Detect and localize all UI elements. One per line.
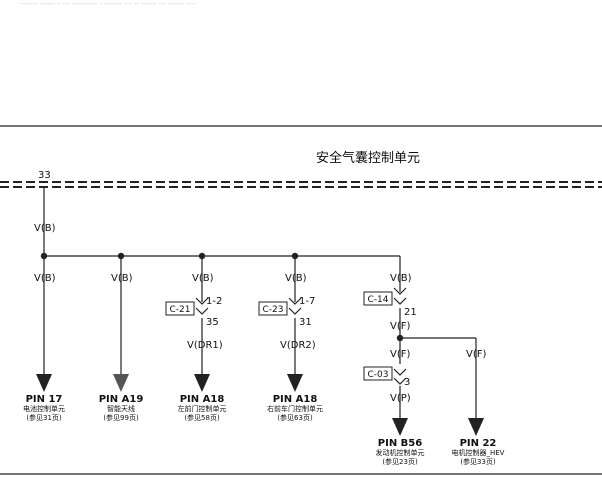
branch-1-arrow: [36, 374, 52, 392]
branch-4-pin-bottom: 31: [299, 317, 312, 328]
branch-5-sub-right-arrow: [468, 418, 484, 436]
branch-5-sub-left-pin: 3: [404, 377, 410, 388]
branch-3-desc: 左前门控制单元: [178, 404, 227, 413]
branch-5-connector-symbol-bottom: [393, 297, 407, 305]
branch-4-ref: (参见63页): [277, 413, 313, 422]
branch-2: V(B) PIN A19 智能天线 (参见99页): [99, 256, 144, 422]
branch-4-connector-symbol-bottom: [288, 307, 302, 315]
module-title: 安全气囊控制单元: [316, 150, 420, 166]
branch-5-sub-right-wire: V(F): [466, 349, 486, 360]
branch-5-wire-after: V(F): [390, 321, 410, 332]
branch-5-sub-left-arrow: [392, 418, 408, 436]
branch-3-wire-label: V(B): [192, 273, 214, 284]
branch-5-sub-left-wire-after: V(P): [390, 393, 411, 404]
branch-5-wire-label: V(B): [390, 273, 412, 284]
branch-5-pin-top: 21: [404, 307, 417, 318]
top-pin-number: 33: [38, 170, 51, 181]
branch-3-arrow: [194, 374, 210, 392]
branch-5-sub-left-ref: (参见23页): [382, 457, 418, 466]
header-noise: ------- ------ - --- ---------- - ------…: [20, 0, 196, 8]
branch-3-connector-symbol-top: [195, 297, 209, 305]
branch-4-arrow: [287, 374, 303, 392]
branch-5-connector-box: C-14: [363, 291, 393, 306]
branch-5-sub-left-wire: V(F): [390, 349, 410, 360]
branch-1: V(B) PIN 17 电池控制单元 (参见31页): [23, 256, 65, 422]
branch-5-sub-left-connector-bottom: [393, 377, 407, 385]
branch-3-ref: (参见58页): [184, 413, 220, 422]
branch-5-connector-symbol-top: [393, 287, 407, 295]
branch-4-connector-symbol-top: [288, 297, 302, 305]
branch-4-connector-id: C-23: [263, 305, 284, 315]
branch-4-connector-box: C-23: [258, 301, 288, 316]
branch-5-connector-id: C-14: [368, 295, 389, 305]
branch-2-ref: (参见99页): [103, 413, 139, 422]
branch-3-pin: PIN A18: [180, 394, 225, 405]
branch-3: V(B) C-21 1-2 35 V(DR1) PIN A18 左前门控制单元 …: [165, 256, 227, 422]
trunk-label: V(B): [34, 223, 56, 234]
branch-1-ref: (参见31页): [26, 413, 62, 422]
branch-3-wire-after: V(DR1): [187, 340, 223, 351]
branch-5-sub-right-pin-name: PIN 22: [460, 438, 497, 449]
branch-5-sub-right-ref: (参见33页): [460, 457, 496, 466]
branch-5-sub-right-desc: 电机控制器_HEV: [452, 448, 505, 457]
branch-5: V(B) C-14 21 V(F) V(F) C-03 3 V(P) PIN B…: [363, 256, 505, 466]
branch-5-sub-left-pin-name: PIN B56: [378, 438, 422, 449]
branch-2-desc: 智能天线: [107, 404, 135, 413]
branch-4-desc: 右前车门控制单元: [267, 404, 323, 413]
branch-5-sub-left-connector-box: C-03: [363, 366, 393, 381]
branch-1-wire-label: V(B): [34, 273, 56, 284]
branch-4-wire-label: V(B): [285, 273, 307, 284]
branch-2-wire-label: V(B): [111, 273, 133, 284]
branch-3-connector-box: C-21: [165, 301, 195, 316]
branch-1-pin: PIN 17: [26, 394, 63, 405]
branch-5-sub-left-connector-top: [393, 368, 407, 376]
branch-3-pin-top: 1-2: [206, 296, 222, 307]
branch-4: V(B) C-23 1-7 31 V(DR2) PIN A18 右前车门控制单元…: [258, 256, 323, 422]
branch-5-sub-left-desc: 发动机控制单元: [376, 448, 425, 457]
branch-3-connector-symbol-bottom: [195, 307, 209, 315]
branch-4-pin: PIN A18: [273, 394, 318, 405]
branch-3-pin-bottom: 35: [206, 317, 219, 328]
branch-4-pin-top: 1-7: [299, 296, 315, 307]
branch-5-sub-left-connector-id: C-03: [368, 370, 389, 380]
branch-4-wire-after: V(DR2): [280, 340, 316, 351]
branch-2-pin: PIN A19: [99, 394, 144, 405]
branch-1-desc: 电池控制单元: [23, 404, 65, 413]
branch-2-arrow: [113, 374, 129, 392]
branch-3-connector-id: C-21: [170, 305, 191, 315]
